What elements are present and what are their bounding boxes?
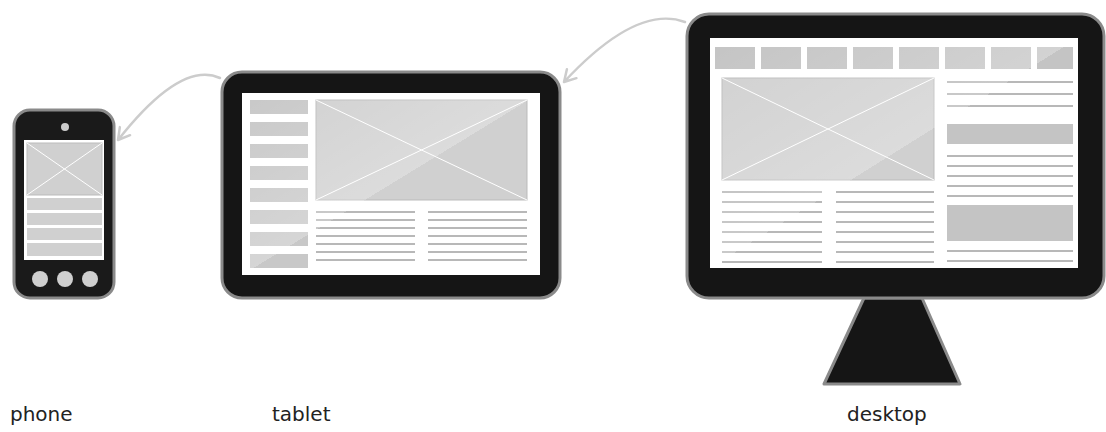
device-label: desktop — [847, 402, 927, 426]
device-node: phone — [10, 106, 118, 430]
device-label: phone — [10, 402, 73, 426]
device-node: tablet — [220, 68, 564, 430]
tablet-drawing — [222, 72, 560, 298]
phone-drawing — [14, 110, 114, 298]
arrow-path — [118, 75, 220, 140]
curved-arrow — [118, 75, 220, 140]
arrow-path — [564, 19, 685, 82]
device-label: tablet — [272, 402, 331, 426]
desktop-drawing — [687, 14, 1104, 384]
curved-arrow — [564, 19, 685, 82]
device-node: desktop — [685, 10, 1106, 430]
